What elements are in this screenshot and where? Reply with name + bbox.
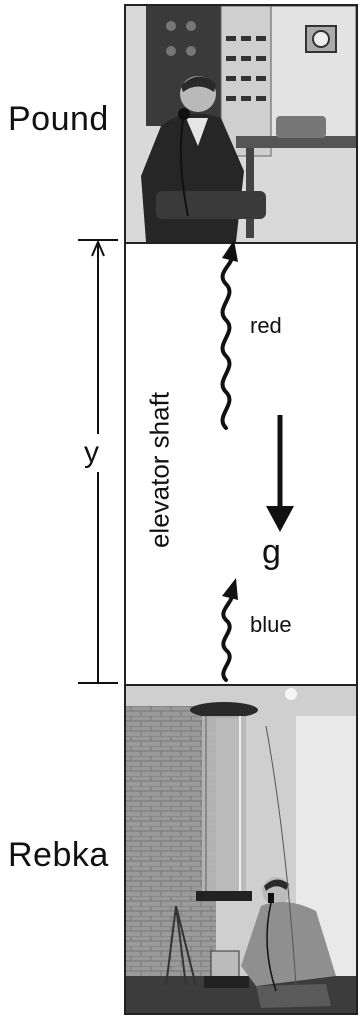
blue-wave-label: blue — [250, 612, 292, 637]
gravity-arrow-icon — [266, 415, 294, 532]
red-wave-icon — [220, 252, 234, 430]
label-rebka: Rebka — [8, 836, 109, 874]
blue-wave-arrowhead — [222, 578, 238, 600]
top-divider — [126, 242, 356, 244]
bottom-divider — [126, 684, 356, 686]
label-pound: Pound — [8, 100, 109, 138]
diagram-frame — [124, 4, 358, 1015]
pound-photo — [126, 6, 356, 242]
gravity-label: g — [262, 533, 281, 571]
elevator-shaft-label: elevator shaft — [144, 391, 175, 549]
height-label: y — [84, 434, 99, 472]
rebka-photo — [126, 686, 356, 1013]
red-wave-label: red — [250, 313, 282, 338]
red-wave-arrowhead — [222, 240, 238, 262]
blue-wave-icon — [221, 590, 234, 682]
